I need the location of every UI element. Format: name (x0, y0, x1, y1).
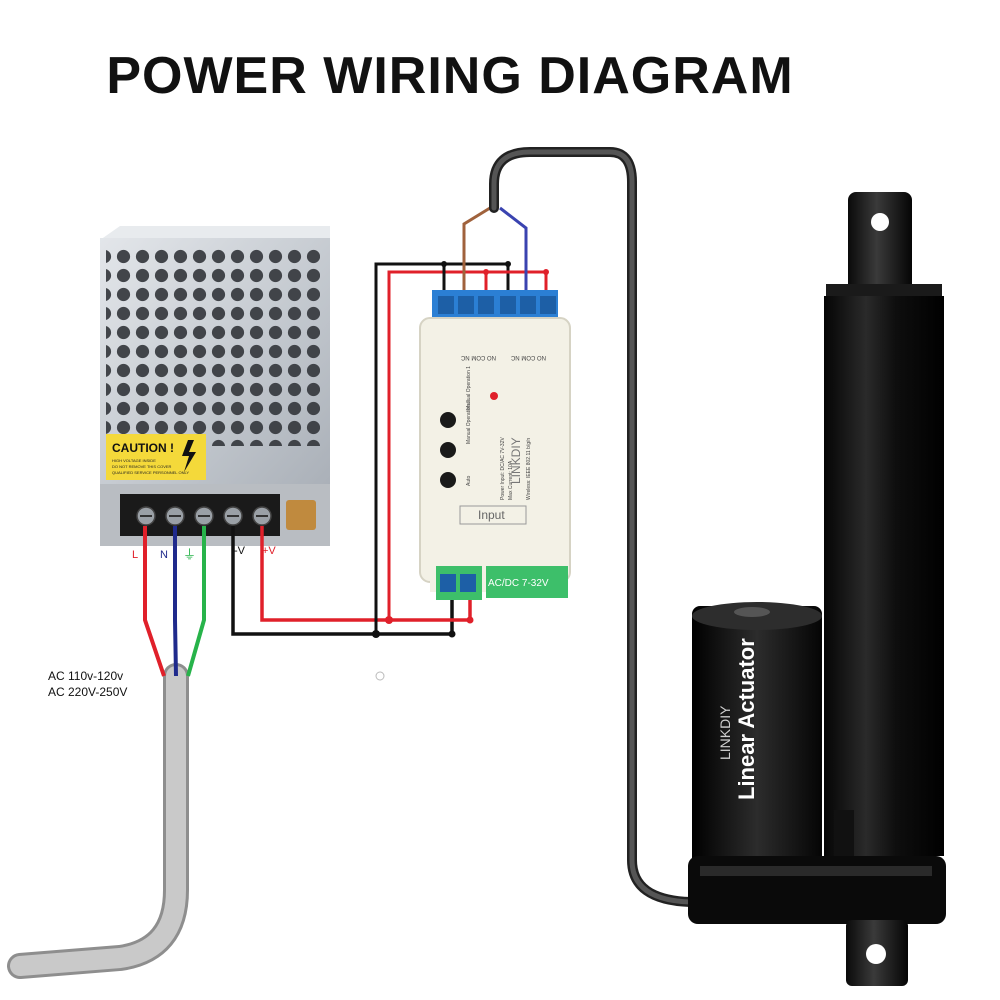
mount-hole-bottom (866, 944, 886, 964)
actuator-brand: LINKDIY (717, 705, 733, 760)
motor-blue-wire (499, 206, 528, 290)
svg-text:Manual Operation 1: Manual Operation 1 (466, 366, 472, 410)
manual-1-button[interactable] (440, 412, 456, 428)
svg-text:DO NOT REMOVE THIS COVER: DO NOT REMOVE THIS COVER (112, 464, 172, 469)
terminal-label-l: L (132, 549, 138, 561)
caution-label: CAUTION ! HIGH VOLTAGE INSIDE DO NOT REM… (106, 434, 206, 480)
status-led (490, 392, 498, 400)
svg-text:Manual Operation 2: Manual Operation 2 (466, 400, 472, 444)
manual-2-button[interactable] (440, 442, 456, 458)
actuator-label: Linear Actuator (734, 638, 759, 800)
ac-cable (7, 663, 189, 979)
svg-text:Max Current: 10A: Max Current: 10A (508, 460, 514, 500)
controller-brand: LINKDIY (509, 437, 523, 484)
svg-text:Wireless: IEEE 802.11 b/g/n: Wireless: IEEE 802.11 b/g/n (526, 438, 532, 500)
svg-text:Power Input: DC/AC 7V-32V: Power Input: DC/AC 7V-32V (500, 437, 506, 500)
ac-range-1: AC 110v-120v (48, 669, 123, 683)
relay-label-2: NO COM NC (510, 354, 546, 360)
svg-text:HIGH VOLTAGE INSIDE: HIGH VOLTAGE INSIDE (112, 458, 156, 463)
motor-brown-wire (462, 206, 491, 290)
terminal-label-negative: -V (234, 545, 246, 557)
terminal-label-positive: +V (262, 545, 276, 557)
auto-button[interactable] (440, 472, 456, 488)
live-wire (143, 526, 166, 677)
relay-label-1: NO COM NC (460, 354, 496, 360)
ac-range-2: AC 220V-250V (48, 685, 127, 699)
svg-text:Auto: Auto (466, 475, 472, 486)
svg-text:CAUTION !: CAUTION ! (112, 441, 174, 455)
svg-text:QUALIFIED SERVICE PERSONNEL ON: QUALIFIED SERVICE PERSONNEL ONLY (112, 470, 189, 475)
relay-controller: AC/DC 7-32V NO COM NC NO COM NC Manual O… (419, 290, 571, 600)
terminal-label-n: N (160, 549, 168, 561)
diagram-title: POWER WIRING DIAGRAM (106, 47, 794, 105)
dc-negative-wire (231, 526, 454, 636)
lightning-icon (182, 440, 196, 472)
linear-actuator: Linear Actuator LINKDIY (688, 192, 946, 986)
jumper-red-wire (387, 270, 548, 620)
terminal-label-ground: ⏚ (183, 547, 196, 562)
input-label: Input (478, 508, 505, 522)
neutral-wire (173, 526, 178, 677)
ps-terminals (136, 506, 272, 526)
mount-hole-top (871, 213, 889, 231)
power-supply: CAUTION ! HIGH VOLTAGE INSIDE DO NOT REM… (100, 226, 330, 546)
dc-positive-wire (260, 526, 472, 622)
ground-wire (186, 526, 206, 677)
controller-input-range: AC/DC 7-32V (488, 578, 549, 589)
